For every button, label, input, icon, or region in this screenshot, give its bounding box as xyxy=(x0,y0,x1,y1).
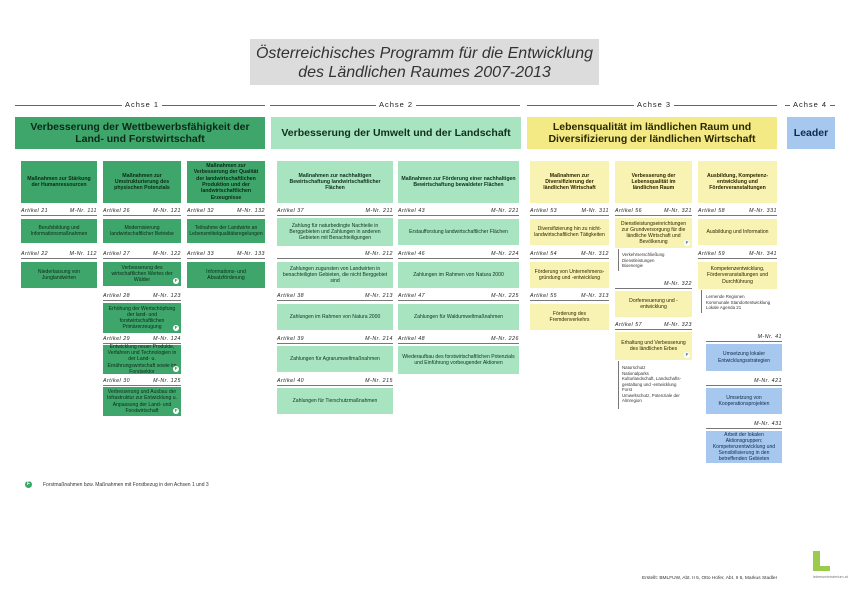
a1c2-m4-box: Entwicklung neuer Produkte, Verfahren un… xyxy=(103,344,181,375)
forest-icon: F xyxy=(684,352,690,358)
axis1-header: Verbesserung der Wettbewerbsfähigkeit de… xyxy=(15,117,265,149)
n341-connector xyxy=(701,290,702,313)
forest-icon: F xyxy=(173,278,179,284)
a2-group-landwirtschaftliche-flaechen: Maßnahmen zur nachhaltigen Bewirtschaftu… xyxy=(277,161,393,203)
a1-group-humanressourcen: Maßnahmen zur Stärkung der Humanressourc… xyxy=(21,161,97,203)
n323-connector xyxy=(618,361,619,409)
a2c1-m3-box: Zahlungen im Rahmen von Natura 2000 xyxy=(277,304,393,330)
axis4-header: Leader xyxy=(787,117,835,149)
axis2-header: Verbesserung der Umwelt und der Landscha… xyxy=(271,117,521,149)
title-line-1: Österreichisches Programm für die Entwic… xyxy=(255,45,593,62)
logo-text: lebensministerium.at xyxy=(813,575,848,579)
a1c2-m1-box: Modernisierung landwirtschaftlicher Betr… xyxy=(103,219,181,243)
title-line-2: des Ländlichen Raumes 2007-2013 xyxy=(298,64,551,81)
a3c3-m2-box: Kompetenzentwicklung, Förderveranstaltun… xyxy=(698,262,777,289)
a2c2-m1-box: Erstaufforstung landwirtschaftlicher Flä… xyxy=(398,219,519,245)
forest-icon: F xyxy=(173,325,179,331)
a1c3-m2-box: Informations- und Absatzförderung xyxy=(187,262,265,288)
a1c1-m2-box: Niederlassung von Junglandwirten xyxy=(21,262,97,288)
a3c2-m1-box: Dienstleistungseinrichtungen zur Grundve… xyxy=(615,218,692,248)
a2c1-m5-box: Zahlungen für Tierschutzmaßnahmen xyxy=(277,388,393,414)
a4-m2-box: Umsetzung von Kooperationsprojekten xyxy=(706,388,782,414)
a3c1-m1-box: Diversifizierung hin zu nicht-landwirtsc… xyxy=(530,219,609,245)
a4-m3-article: M-Nr. 431 xyxy=(706,421,782,429)
a1c1-m1-box: Berufsbildung und Informationsmaßnahmen xyxy=(21,219,97,243)
a3c3-m1-box: Ausbildung und Information xyxy=(698,219,777,245)
axis1-label: Achse 1 xyxy=(122,100,163,109)
a4-m1-box: Umsetzung lokaler Entwicklungsstrategien xyxy=(706,344,782,371)
forest-icon: F xyxy=(173,366,179,372)
a1c3-m1-box: Teilnahme der Landwirte an Lebensmittelq… xyxy=(187,219,265,243)
a3c2-m2-box: Dorferneuerung und -entwicklung xyxy=(615,291,692,317)
a2c1-m2-box: Zahlungen zugunsten von Landwirten in be… xyxy=(277,262,393,288)
page-title: Österreichisches Programm für die Entwic… xyxy=(250,39,599,85)
axis2-label: Achse 2 xyxy=(376,100,417,109)
a2c1-m4-box: Zahlungen für Agrarumweltmaßnahmen xyxy=(277,346,393,372)
a2c2-m2-box: Zahlungen im Rahmen von Natura 2000 xyxy=(398,262,519,288)
forest-icon: F xyxy=(684,240,690,246)
a1c2-m2-box: Verbesserung des wirtschaftlichen Wertes… xyxy=(103,262,181,286)
n321-connector xyxy=(618,249,619,271)
a1c2-m5-box: Verbesserung und Ausbau der Infrastruktu… xyxy=(103,387,181,416)
forest-icon: F xyxy=(173,408,179,414)
a3c1-m3-box: Förderung des Fremdenverkehrs xyxy=(530,304,609,330)
a2c1-m1-box: Zahlung für naturbedingte Nachteile in B… xyxy=(277,218,393,246)
a2c2-m4-box: Wiederaufbau des forstwirtschaftlichen P… xyxy=(398,346,519,374)
a4-m1-article: M-Nr. 41 xyxy=(706,334,782,342)
a2-group-bewaldete-flaechen: Maßnahmen zur Förderung einer nachhaltig… xyxy=(398,161,519,203)
a1c2-m3-box: Erhöhung der Wertschöpfung der land- und… xyxy=(103,303,181,333)
a1-group-qualitaet: Maßnahmen zur Verbesserung der Qualität … xyxy=(187,161,265,203)
footer-credit: Erstellt: BMLFUW, Abt. II 5, Otto Hofer,… xyxy=(642,576,778,581)
ministry-logo xyxy=(810,551,832,573)
legend-text: Forstmaßnahmen bzw. Maßnahmen mit Forstb… xyxy=(43,482,209,488)
axis4-label: Achse 4 xyxy=(790,100,831,109)
a3c2-m2-article: M-Nr. 322 xyxy=(615,281,692,289)
a3-group-ausbildung: Ausbildung, Kompetenz-entwicklung und Fö… xyxy=(698,161,777,203)
legend-forest-icon: F xyxy=(25,481,32,488)
a3-group-diversifizierung: Maßnahmen zur Diversifizierung der ländl… xyxy=(530,161,609,203)
axis3-label: Achse 3 xyxy=(634,100,675,109)
a2c1-m2-article: M-Nr. 212 xyxy=(277,251,393,259)
a4-m3-box: Arbeit der lokalen Aktionsgruppen; Kompe… xyxy=(706,431,782,463)
axis3-header: Lebensqualität im ländlichen Raum und Di… xyxy=(527,117,777,149)
a2c2-m3-box: Zahlungen für Waldumweltmaßnahmen xyxy=(398,304,519,330)
a3-group-lebensqualitaet: Verbesserung der Lebensqualität im ländl… xyxy=(615,161,692,203)
a4-m2-article: M-Nr. 421 xyxy=(706,378,782,386)
logo-l-icon xyxy=(813,551,830,571)
a3c1-m2-box: Förderung von Unternehmens-gründung und … xyxy=(530,262,609,288)
a1-group-physisches-potenzial: Maßnahmen zur Umstrukturierung des physi… xyxy=(103,161,181,203)
a3c2-m3-box: Erhaltung und Verbesserung des ländliche… xyxy=(615,332,692,360)
